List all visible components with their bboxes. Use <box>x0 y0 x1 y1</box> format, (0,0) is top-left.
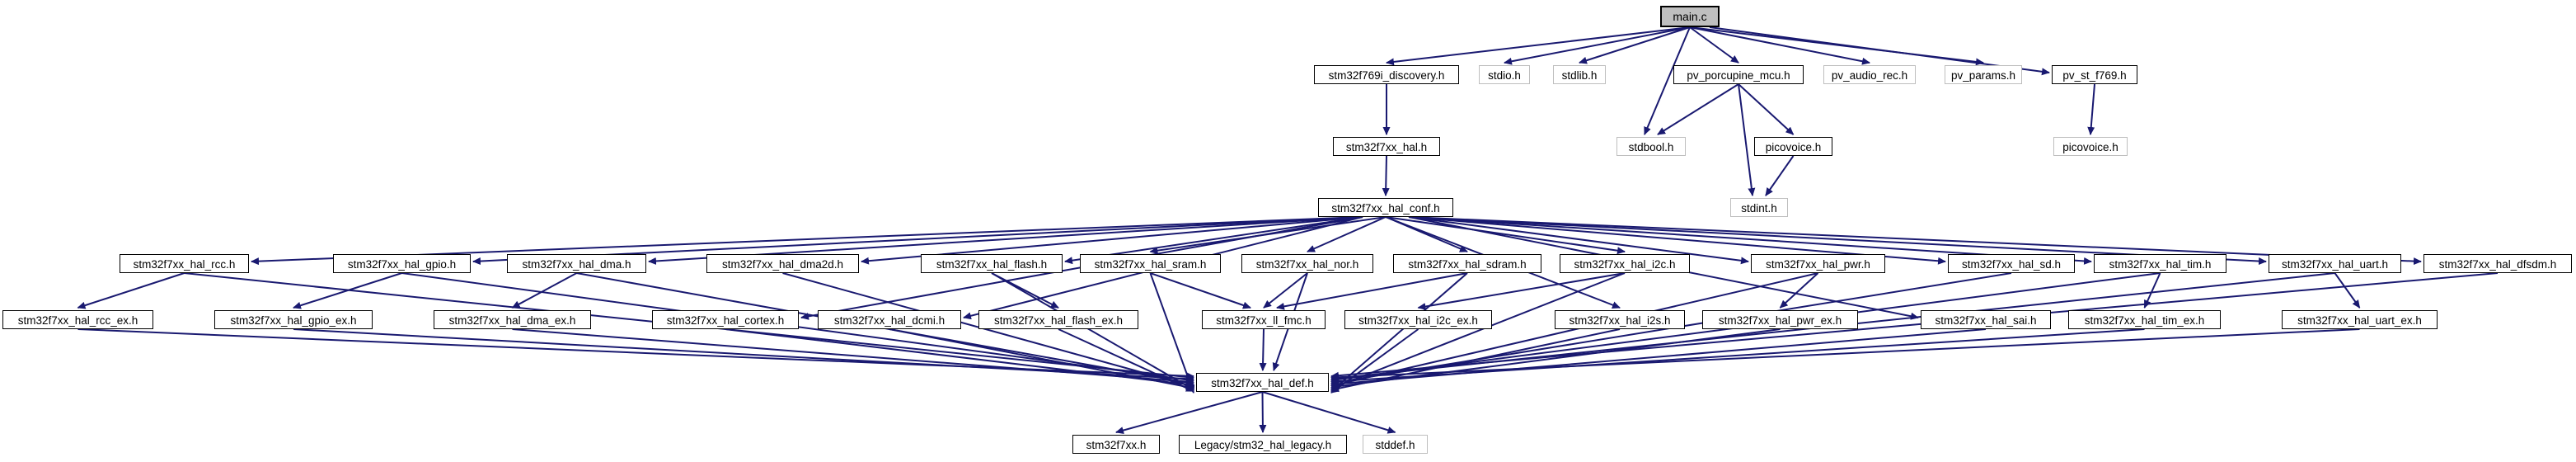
edge <box>1276 272 1468 310</box>
edge <box>1330 272 1626 389</box>
edge <box>1259 328 1267 371</box>
edge <box>1504 26 1691 65</box>
node-stf769[interactable]: pv_st_f769.h <box>2052 65 2137 84</box>
edge <box>1579 26 1691 64</box>
edge <box>1263 272 1308 309</box>
node-flash[interactable]: stm32f7xx_hal_flash.h <box>921 254 1063 273</box>
edge <box>1689 26 1739 64</box>
node-flashex[interactable]: stm32f7xx_hal_flash_ex.h <box>978 310 1138 329</box>
edge <box>1644 26 1691 135</box>
node-dma[interactable]: stm32f7xx_hal_dma.h <box>507 254 646 273</box>
edge <box>1417 272 1626 310</box>
node-def[interactable]: stm32f7xx_hal_def.h <box>1196 373 1329 392</box>
edge <box>1058 328 1194 393</box>
edge <box>1150 272 1251 309</box>
node-fmc[interactable]: stm32f7xx_ll_fmc.h <box>1202 310 1326 329</box>
node-sd[interactable]: stm32f7xx_hal_sd.h <box>1948 254 2075 273</box>
node-i2cex[interactable]: stm32f7xx_hal_i2c_ex.h <box>1344 310 1492 329</box>
edge <box>1386 26 1691 66</box>
node-rcc[interactable]: stm32f7xx_hal_rcc.h <box>120 254 249 273</box>
node-dma2d[interactable]: stm32f7xx_hal_dma2d.h <box>706 254 859 273</box>
node-picovoice2: picovoice.h <box>2053 137 2128 156</box>
edge <box>1689 26 1870 65</box>
node-uart[interactable]: stm32f7xx_hal_uart.h <box>2269 254 2401 273</box>
node-gpio[interactable]: stm32f7xx_hal_gpio.h <box>333 254 471 273</box>
node-f7xx[interactable]: stm32f7xx.h <box>1072 435 1160 454</box>
node-stdio: stdio.h <box>1479 65 1530 84</box>
edge <box>1765 155 1795 196</box>
node-i2s[interactable]: stm32f7xx_hal_i2s.h <box>1555 310 1685 329</box>
edge <box>1385 216 1626 255</box>
edge <box>1262 391 1396 434</box>
node-dmaex[interactable]: stm32f7xx_hal_dma_ex.h <box>434 310 591 329</box>
node-stdlib: stdlib.h <box>1553 65 1606 84</box>
node-main: main.c <box>1660 6 1720 27</box>
node-discovery[interactable]: stm32f769i_discovery.h <box>1314 65 1459 84</box>
node-params: pv_params.h <box>1945 65 2022 84</box>
node-legacy[interactable]: Legacy/stm32_hal_legacy.h <box>1179 435 1347 454</box>
node-cortex[interactable]: stm32f7xx_hal_cortex.h <box>652 310 799 329</box>
node-conf[interactable]: stm32f7xx_hal_conf.h <box>1318 198 1453 217</box>
edge <box>1307 216 1387 252</box>
edge <box>1382 155 1390 196</box>
node-stddef: stddef.h <box>1363 435 1428 454</box>
edge <box>511 272 577 309</box>
edge <box>1330 272 1468 393</box>
node-picovoice1[interactable]: picovoice.h <box>1754 137 1832 156</box>
node-i2c[interactable]: stm32f7xx_hal_i2c.h <box>1560 254 1690 273</box>
node-porcupine[interactable]: pv_porcupine_mcu.h <box>1673 65 1804 84</box>
edge <box>889 328 1194 391</box>
node-rccex[interactable]: stm32f7xx_hal_rcc_ex.h <box>2 310 153 329</box>
edge <box>77 272 185 309</box>
node-sai[interactable]: stm32f7xx_hal_sai.h <box>1921 310 2051 329</box>
node-hal[interactable]: stm32f7xx_hal.h <box>1333 137 1440 156</box>
node-gpioex[interactable]: stm32f7xx_hal_gpio_ex.h <box>214 310 373 329</box>
edge <box>1115 391 1263 434</box>
edge <box>1408 216 2422 266</box>
edge <box>1330 328 2145 385</box>
node-dcmi[interactable]: stm32f7xx_hal_dcmi.h <box>818 310 961 329</box>
node-nor[interactable]: stm32f7xx_hal_nor.h <box>1241 254 1373 273</box>
edge <box>1779 272 1819 309</box>
edge <box>991 272 1194 391</box>
node-pwrex[interactable]: stm32f7xx_hal_pwr_ex.h <box>1702 310 1858 329</box>
edge <box>1408 216 1749 265</box>
node-stdbool: stdbool.h <box>1616 137 1686 156</box>
edge <box>1330 272 2499 380</box>
node-pwr[interactable]: stm32f7xx_hal_pwr.h <box>1751 254 1885 273</box>
edge <box>1330 272 1818 389</box>
node-uartex[interactable]: stm32f7xx_hal_uart_ex.h <box>2282 310 2438 329</box>
edge <box>725 328 1194 389</box>
node-dfsdm[interactable]: stm32f7xx_hal_dfsdm.h <box>2424 254 2572 273</box>
node-tim[interactable]: stm32f7xx_hal_tim.h <box>2094 254 2226 273</box>
node-audiorec: pv_audio_rec.h <box>1823 65 1916 84</box>
edge <box>1330 328 2360 381</box>
edge <box>2334 272 2361 309</box>
edge <box>782 272 1194 389</box>
node-stdint: stdint.h <box>1730 198 1788 217</box>
node-sdram[interactable]: stm32f7xx_hal_sdram.h <box>1393 254 1541 273</box>
edge <box>1709 26 2050 76</box>
edge <box>2087 83 2095 135</box>
edge <box>512 328 1194 386</box>
edge <box>1657 83 1739 135</box>
edge <box>1738 83 1756 196</box>
node-timex[interactable]: stm32f7xx_hal_tim_ex.h <box>2068 310 2221 329</box>
edge <box>2143 272 2161 309</box>
node-sram[interactable]: stm32f7xx_hal_sram.h <box>1080 254 1221 273</box>
edge <box>1738 83 1795 135</box>
edge <box>1259 391 1267 433</box>
dependency-edges <box>77 26 2499 434</box>
edge <box>1330 328 1419 394</box>
